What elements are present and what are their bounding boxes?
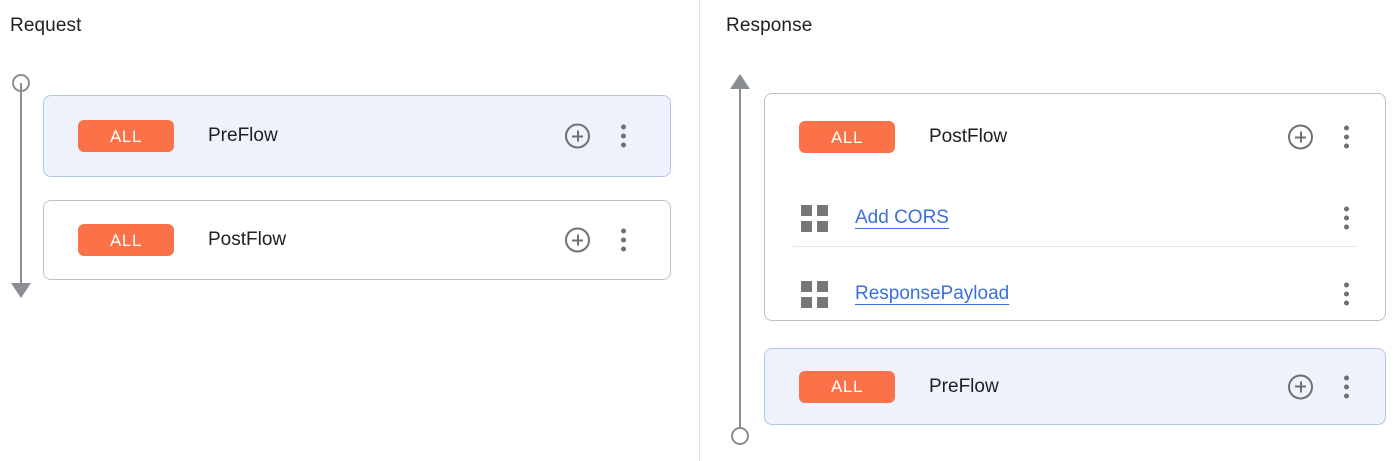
row-actions [1288, 374, 1357, 399]
row-actions [565, 123, 634, 149]
row-divider [793, 246, 1357, 247]
page-title-response: Response [726, 15, 813, 36]
circle-end-icon [731, 427, 749, 445]
kebab-menu-icon[interactable] [1335, 206, 1357, 230]
kebab-menu-icon[interactable] [1335, 125, 1357, 149]
kebab-menu-icon[interactable] [612, 124, 634, 148]
plus-circle-icon[interactable] [565, 227, 590, 253]
request-postflow-card[interactable]: ALL PostFlow [43, 200, 671, 280]
response-panel: Response [699, 0, 1393, 461]
connector-line [739, 86, 741, 435]
response-flow-connector [727, 72, 753, 447]
policy-row[interactable]: ResponsePayload [765, 256, 1385, 332]
response-preflow-card[interactable]: ALL PreFlow [764, 348, 1386, 425]
flow-name-label: PreFlow [929, 375, 999, 397]
plus-circle-icon[interactable] [1288, 124, 1313, 150]
status-badge: ALL [799, 370, 895, 403]
page-title-request: Request [10, 15, 82, 36]
arrow-up-icon [730, 74, 750, 89]
grid-handle-icon[interactable] [801, 280, 828, 308]
flow-name-label: PreFlow [208, 125, 278, 146]
request-flow-connector [8, 74, 34, 306]
connector-line [20, 83, 22, 288]
policy-link-add-cors[interactable]: Add CORS [855, 207, 949, 228]
request-panel: Request ALL PreFlow ALL [0, 0, 699, 461]
kebab-menu-icon[interactable] [612, 228, 634, 252]
status-badge: ALL [78, 224, 174, 256]
row-actions [565, 227, 634, 253]
policy-link-response-payload[interactable]: ResponsePayload [855, 283, 1010, 304]
flow-row: ALL PreFlow [765, 349, 1385, 424]
arrow-down-icon [11, 283, 31, 298]
kebab-menu-icon[interactable] [1335, 375, 1357, 398]
response-postflow-card[interactable]: ALL PostFlow Add CORS [764, 93, 1386, 321]
row-actions [1335, 206, 1357, 230]
plus-circle-icon[interactable] [1288, 374, 1313, 399]
flow-name-label: PostFlow [929, 126, 1008, 147]
request-preflow-card[interactable]: ALL PreFlow [43, 95, 671, 177]
row-actions [1335, 282, 1357, 306]
policy-row[interactable]: Add CORS [765, 180, 1385, 256]
flow-name-label: PostFlow [208, 229, 287, 250]
kebab-menu-icon[interactable] [1335, 282, 1357, 306]
row-actions [1288, 124, 1357, 150]
status-badge: ALL [78, 120, 174, 152]
status-badge: ALL [799, 121, 895, 153]
flow-row: ALL PostFlow [44, 201, 670, 279]
flow-row: ALL PreFlow [44, 96, 670, 176]
plus-circle-icon[interactable] [565, 123, 590, 149]
grid-handle-icon[interactable] [801, 204, 828, 232]
flow-row: ALL PostFlow [765, 94, 1385, 180]
